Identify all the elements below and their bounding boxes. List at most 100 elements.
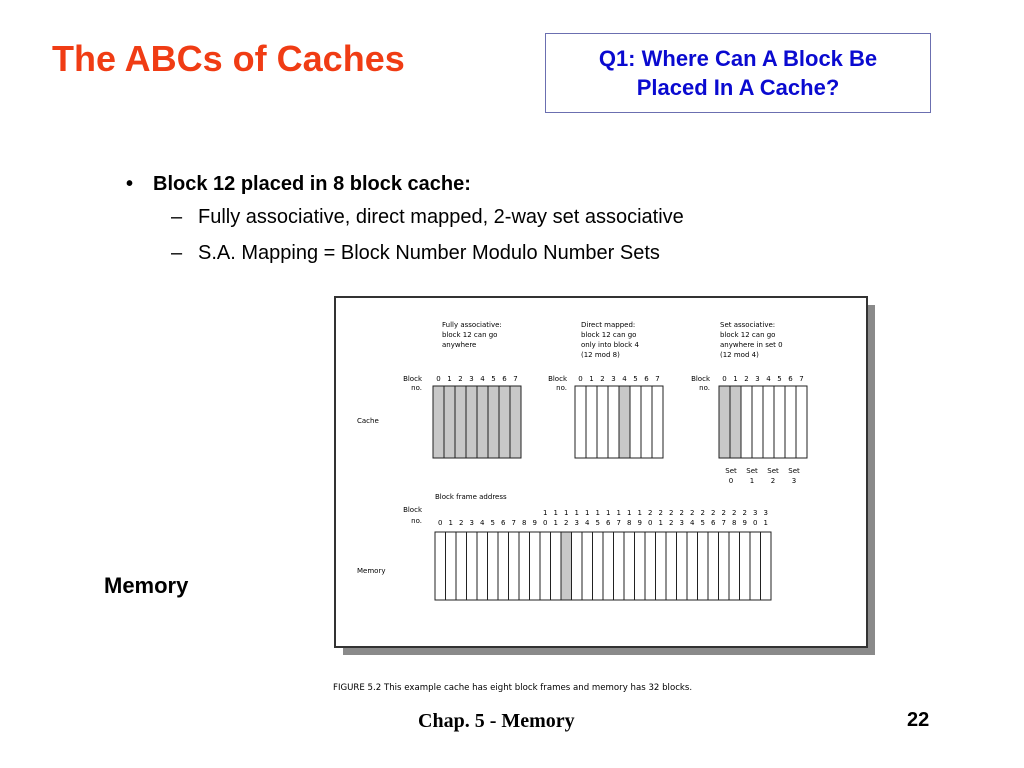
cache-block-number: 6 [502, 375, 507, 383]
cache-block-frame [773, 385, 786, 459]
set-number: 2 [771, 477, 775, 485]
memory-block-units-digit: 4 [585, 519, 590, 527]
memory-block [550, 531, 562, 601]
memory-block [644, 531, 656, 601]
block-no-label: no. [699, 384, 710, 392]
cache-block-number: 5 [777, 375, 781, 383]
cache-block-number: 5 [491, 375, 495, 383]
panel-direct-mapped: Direct mapped: block 12 can go only into… [581, 321, 639, 359]
cache-block-frame [729, 385, 742, 459]
bullet-dot: • [126, 173, 134, 195]
panel-line: (12 mod 8) [581, 351, 620, 359]
memory-block [539, 531, 551, 601]
memory-block [718, 531, 730, 601]
cache-block-number: 2 [744, 375, 748, 383]
memory-block [602, 531, 614, 601]
memory-block-units-digit: 2 [459, 519, 463, 527]
question-line-1: Q1: Where Can A Block Be [598, 46, 878, 71]
memory-block [676, 531, 688, 601]
memory-block-units-digit: 7 [512, 519, 516, 527]
memory-block [445, 531, 457, 601]
panel-line: block 12 can go [720, 331, 775, 339]
memory-block [508, 531, 520, 601]
set-label: Set [767, 467, 779, 475]
memory-block-tens-digit: 2 [743, 509, 747, 517]
memory-block-units-digit: 3 [470, 519, 474, 527]
panel-line: Fully associative: [442, 321, 502, 329]
cache-block-frame [498, 385, 511, 459]
memory-block [560, 531, 572, 601]
memory-block-tens-digit: 2 [722, 509, 726, 517]
memory-block-units-digit: 0 [753, 519, 757, 527]
cache-block-frame [509, 385, 522, 459]
cache-block-frame [487, 385, 500, 459]
cache-block-frame [574, 385, 587, 459]
memory-block-units-digit: 4 [690, 519, 695, 527]
memory-block-units-digit: 1 [764, 519, 768, 527]
block-no-label: no. [411, 517, 422, 525]
block-label: Block [403, 506, 423, 514]
memory-block-units-digit: 0 [543, 519, 547, 527]
memory-block-tens-digit: 3 [764, 509, 768, 517]
cache-block-frame [596, 385, 609, 459]
question-line-2: Placed In A Cache? [636, 75, 840, 100]
cache-block-number: 0 [722, 375, 726, 383]
memory-block-tens-digit: 1 [585, 509, 589, 517]
figure-svg: Fully associative: block 12 can go anywh… [333, 296, 875, 693]
panel-line: block 12 can go [442, 331, 497, 339]
block-label: Block [403, 375, 423, 383]
memory-block-tens-digit: 2 [690, 509, 694, 517]
cache-block-frame [443, 385, 456, 459]
cache-block-number: 3 [755, 375, 759, 383]
cache-block-frame [607, 385, 620, 459]
cache-block-number: 3 [611, 375, 615, 383]
memory-block [623, 531, 635, 601]
memory-block-units-digit: 0 [438, 519, 442, 527]
memory-block-units-digit: 8 [732, 519, 736, 527]
panel-line: (12 mod 4) [720, 351, 759, 359]
cache-label: Cache [357, 417, 379, 425]
memory-block-tens-digit: 1 [617, 509, 621, 517]
memory-block-units-digit: 1 [449, 519, 453, 527]
panel-line: Set associative: [720, 321, 775, 329]
memory-block-tens-digit: 2 [701, 509, 705, 517]
bullet-main-text: Block 12 placed in 8 block cache: [153, 173, 471, 195]
sub-bullet-text: Fully associative, direct mapped, 2-way … [198, 206, 684, 228]
memory-block-units-digit: 8 [522, 519, 526, 527]
memory-block [686, 531, 698, 601]
memory-block-tens-digit: 2 [669, 509, 673, 517]
memory-block-tens-digit: 1 [564, 509, 568, 517]
cache-block-frame [476, 385, 489, 459]
memory-block [697, 531, 709, 601]
cache-block-frame [640, 385, 653, 459]
memory-block-tens-digit: 1 [627, 509, 631, 517]
cache-placement-figure: Fully associative: block 12 can go anywh… [325, 290, 885, 705]
block-no-label: no. [411, 384, 422, 392]
memory-block-tens-digit: 2 [648, 509, 652, 517]
cache-block-number: 3 [469, 375, 473, 383]
memory-block-units-digit: 1 [659, 519, 663, 527]
memory-block-units-digit: 3 [575, 519, 579, 527]
cache-block-frame [751, 385, 764, 459]
set-number: 1 [750, 477, 754, 485]
memory-block [529, 531, 541, 601]
memory-block [613, 531, 625, 601]
panel-line: anywhere in set 0 [720, 341, 783, 349]
cache-block-number: 7 [655, 375, 659, 383]
memory-row-label: Memory [357, 567, 385, 575]
memory-block-units-digit: 0 [648, 519, 652, 527]
memory-block [497, 531, 509, 601]
block-no-label: no. [556, 384, 567, 392]
memory-block-units-digit: 5 [701, 519, 705, 527]
memory-block [739, 531, 751, 601]
cache-block-number: 4 [766, 375, 771, 383]
cache-block-frame [795, 385, 808, 459]
memory-block [518, 531, 530, 601]
cache-block-frame [718, 385, 731, 459]
memory-block-units-digit: 9 [638, 519, 642, 527]
panel-fully-associative: Fully associative: block 12 can go anywh… [442, 321, 502, 349]
cache-block-frame [454, 385, 467, 459]
sub-bullet-dash: – [171, 242, 183, 264]
set-number: 3 [792, 477, 796, 485]
